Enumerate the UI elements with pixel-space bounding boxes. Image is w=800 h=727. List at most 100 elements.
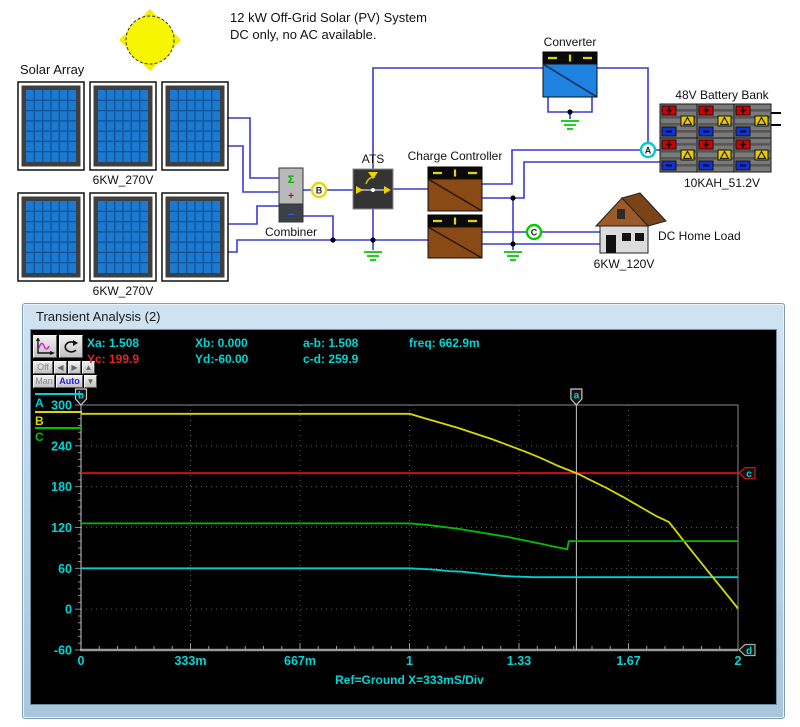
off-button[interactable]: Off xyxy=(33,361,53,374)
x-axis-label: 2 xyxy=(735,654,742,668)
x-axis-label: 667m xyxy=(284,654,316,668)
wire[interactable] xyxy=(482,149,660,185)
readout-freq: freq: 662.9m xyxy=(409,336,480,350)
scroll-right-button[interactable]: ▶ xyxy=(68,361,81,374)
legend-item-a: A xyxy=(35,393,82,410)
legend-item-c: C xyxy=(35,427,82,444)
array2-value: 6KW_270V xyxy=(93,284,154,298)
combiner-minus: − xyxy=(288,209,294,221)
combiner-label: Combiner xyxy=(265,225,317,239)
schematic-title-line2: DC only, no AC available. xyxy=(230,27,376,42)
up-arrow-icon: ▲ xyxy=(84,363,93,372)
wire[interactable] xyxy=(228,145,279,193)
converter-label: Converter xyxy=(544,35,597,49)
solar-array-top[interactable] xyxy=(17,81,229,171)
trace-b-label: B xyxy=(35,414,44,428)
window-titlebar[interactable]: Transient Analysis (2) xyxy=(23,304,784,329)
legend-item-b: B xyxy=(35,411,82,428)
probe-c[interactable]: C xyxy=(525,223,543,241)
wire[interactable] xyxy=(303,215,334,240)
down-arrow-icon: ▼ xyxy=(86,377,95,386)
graph-properties-button[interactable] xyxy=(33,335,57,358)
sine-axes-icon xyxy=(35,337,55,355)
trace-C xyxy=(81,522,738,551)
combiner-plus: + xyxy=(288,191,294,202)
home-value-label: 6KW_120V xyxy=(594,257,655,271)
ats[interactable] xyxy=(352,168,394,210)
probe-b[interactable]: B xyxy=(310,181,328,199)
home-load-label: DC Home Load xyxy=(658,229,741,243)
trace-a-swatch xyxy=(35,393,82,395)
y-axis-label: 60 xyxy=(58,562,72,576)
battery-value-label: 10KAH_51.2V xyxy=(684,176,760,190)
ats-label: ATS xyxy=(362,152,384,166)
wire[interactable] xyxy=(228,205,279,225)
array1-value: 6KW_270V xyxy=(93,173,154,187)
x-axis-label: 1.67 xyxy=(616,654,640,668)
rotate-arrow-icon xyxy=(64,339,78,353)
x-axis-label: 1 xyxy=(406,654,413,668)
readout-yc: Yc: 199.9 xyxy=(87,352,140,366)
schematic-canvas: 12 kW Off-Grid Solar (PV) System DC only… xyxy=(17,9,781,298)
window-title: Transient Analysis (2) xyxy=(36,309,161,324)
right-arrow-icon: ▶ xyxy=(71,363,78,372)
cursor-a-flag-label: a xyxy=(574,391,580,402)
auto-scale-button[interactable]: Auto xyxy=(56,375,83,388)
cursor-a-flag[interactable] xyxy=(570,388,583,406)
sun-icon[interactable] xyxy=(119,9,181,71)
probe-a[interactable]: A xyxy=(639,141,657,159)
solar-array-bottom[interactable] xyxy=(17,192,229,282)
wire[interactable] xyxy=(228,117,279,179)
svg-text:A: A xyxy=(645,146,652,156)
cursor-d-flag[interactable] xyxy=(738,643,756,657)
y-axis-label: 0 xyxy=(65,603,72,617)
battery-bank[interactable] xyxy=(659,103,772,173)
readout-xa: Xa: 1.508 xyxy=(87,336,140,350)
trace-A xyxy=(81,567,738,579)
readout-ab: a-b: 1.508 xyxy=(303,336,359,350)
y-axis-label: 240 xyxy=(51,439,72,453)
svg-text:B: B xyxy=(316,186,323,196)
combiner[interactable]: Σ + − xyxy=(278,167,304,223)
charge-controller[interactable] xyxy=(427,166,483,259)
solar-array-label: Solar Array xyxy=(20,62,85,77)
cursor-c-flag-label: c xyxy=(746,469,752,480)
scale-down-button[interactable]: ▼ xyxy=(84,375,97,388)
trace-a-label: A xyxy=(35,396,44,410)
cursor-d-flag-label: d xyxy=(746,646,752,657)
wire[interactable] xyxy=(372,67,543,169)
ground-icon[interactable] xyxy=(363,251,383,261)
y-axis-label: 120 xyxy=(51,521,72,535)
left-arrow-icon: ◀ xyxy=(57,363,64,372)
converter[interactable] xyxy=(542,51,598,98)
x-axis-label: 1.33 xyxy=(507,654,531,668)
home-load[interactable] xyxy=(594,192,667,254)
readout-xb: Xb: 0.000 xyxy=(195,336,248,350)
svg-text:C: C xyxy=(531,228,538,238)
reset-button[interactable] xyxy=(59,335,83,358)
readout-cd: c-d: 259.9 xyxy=(303,352,359,366)
cursor-c-flag[interactable] xyxy=(738,467,756,480)
cursor-b-flag-label: b xyxy=(78,391,84,402)
scale-up-button[interactable]: ▲ xyxy=(82,361,95,374)
schematic-title-line1: 12 kW Off-Grid Solar (PV) System xyxy=(230,10,427,25)
trace-c-label: C xyxy=(35,430,44,444)
ground-icon[interactable] xyxy=(560,120,580,130)
charge-controller-label: Charge Controller xyxy=(408,149,503,163)
ground-icon[interactable] xyxy=(503,251,523,261)
wire[interactable] xyxy=(228,239,428,253)
trace-b-swatch xyxy=(35,411,82,413)
manual-scale-button[interactable]: Man xyxy=(33,375,55,388)
wire[interactable] xyxy=(482,161,660,199)
x-axis-caption: Ref=Ground X=333mS/Div xyxy=(335,673,484,687)
scroll-left-button[interactable]: ◀ xyxy=(54,361,67,374)
trace-c-swatch xyxy=(35,427,82,429)
plot-frame xyxy=(80,404,739,651)
battery-bank-label: 48V Battery Bank xyxy=(675,88,769,102)
readout-yd: Yd:-60.00 xyxy=(195,352,249,366)
x-axis-label: 0 xyxy=(78,654,85,668)
y-axis-label: -60 xyxy=(54,644,72,658)
wire[interactable] xyxy=(597,67,649,150)
